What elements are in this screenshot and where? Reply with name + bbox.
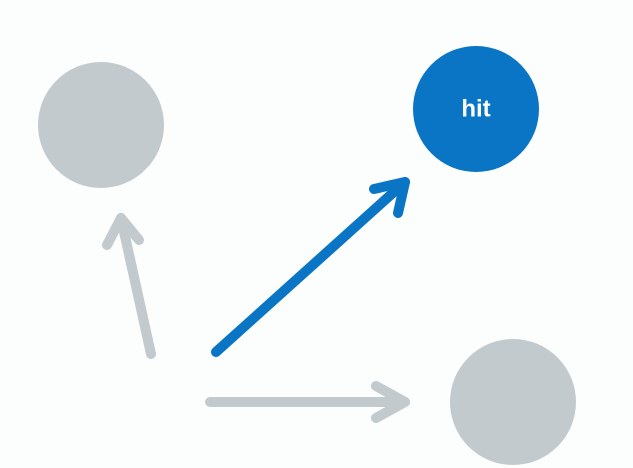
arrow-head xyxy=(369,177,410,218)
arrow-to-top-left xyxy=(102,213,156,359)
node-top-right[interactable]: hit xyxy=(413,46,539,172)
node-circle xyxy=(38,62,164,188)
node-top-left[interactable] xyxy=(38,62,164,188)
arrow-to-top-right xyxy=(211,177,410,357)
arrow-head xyxy=(371,381,410,423)
node-circle xyxy=(413,46,539,172)
arrow-shaft xyxy=(116,213,156,359)
arrow-head xyxy=(102,213,144,250)
node-bottom-right[interactable] xyxy=(450,339,576,465)
node-label: hit xyxy=(461,96,490,123)
arrow-shaft xyxy=(211,177,410,357)
arrow-to-bottom-right xyxy=(205,381,410,423)
node-circle xyxy=(450,339,576,465)
